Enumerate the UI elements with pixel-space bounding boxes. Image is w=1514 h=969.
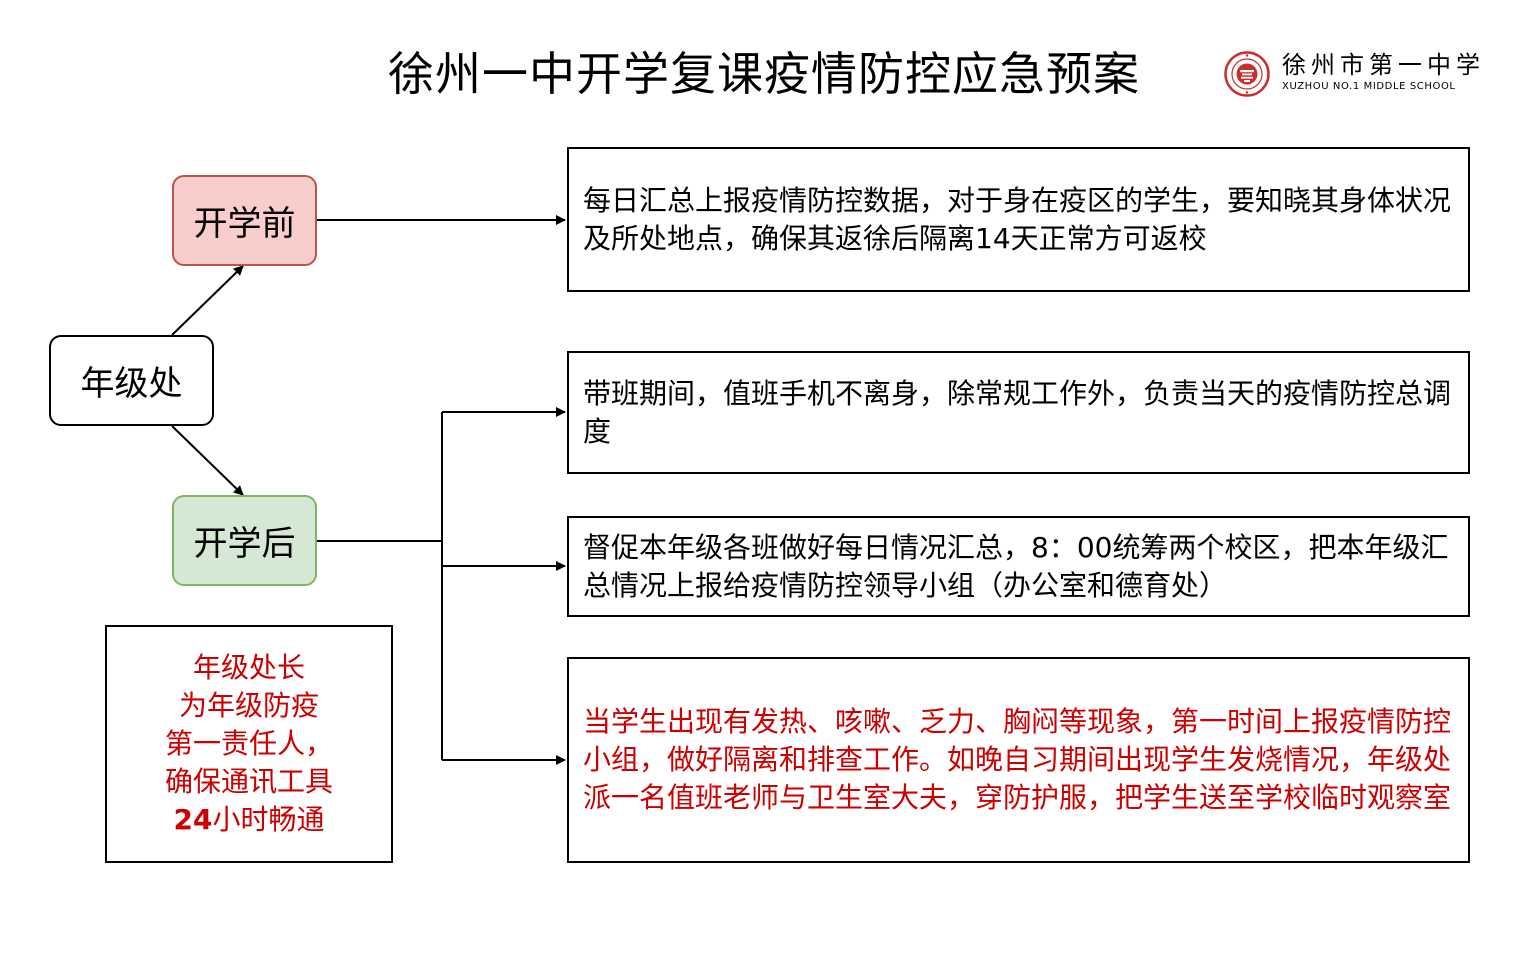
task-text-summary: 督促本年级各班做好每日情况汇总，8：00统筹两个校区，把本年级汇总情况上报给疫情… bbox=[583, 530, 1449, 602]
task-box-duty: 带班期间，值班手机不离身，除常规工作外，负责当天的疫情防控总调度 bbox=[567, 351, 1470, 474]
leader-note-line-1: 年级处长 bbox=[192, 651, 305, 684]
task-box-emergency: 当学生出现有发热、咳嗽、乏力、胸闷等现象，第一时间上报疫情防控小组，做好隔离和排… bbox=[567, 657, 1470, 863]
task-box-before-school: 每日汇总上报疫情防控数据，对于身在疫区的学生，要知晓其身体状况及所处地点，确保其… bbox=[567, 147, 1470, 292]
school-name-english: XUZHOU NO.1 MIDDLE SCHOOL bbox=[1282, 81, 1456, 92]
school-logo: 徐州市第一中学 XUZHOU NO.1 MIDDLE SCHOOL bbox=[1224, 48, 1484, 104]
arrow-grade-to-after bbox=[171, 425, 244, 496]
leader-note-line-2: 为年级防疫 bbox=[178, 689, 319, 722]
node-after-school: 开学后 bbox=[172, 495, 317, 586]
task-text-before-school: 每日汇总上报疫情防控数据，对于身在疫区的学生，要知晓其身体状况及所处地点，确保其… bbox=[583, 183, 1452, 255]
school-name-chinese: 徐州市第一中学 bbox=[1282, 51, 1485, 79]
page-title: 徐州一中开学复课疫情防控应急预案 bbox=[388, 47, 1140, 101]
leader-note-line-4: 确保通讯工具 bbox=[164, 765, 333, 798]
leader-note-line-5: 24小时畅通 bbox=[165, 801, 333, 839]
task-box-summary: 督促本年级各班做好每日情况汇总，8：00统筹两个校区，把本年级汇总情况上报给疫情… bbox=[567, 516, 1470, 617]
node-grade-office: 年级处 bbox=[49, 335, 214, 426]
leader-note-hours-number: 24 bbox=[173, 803, 213, 836]
school-seal-icon bbox=[1224, 51, 1270, 97]
task-text-emergency: 当学生出现有发热、咳嗽、乏力、胸闷等现象，第一时间上报疫情防控小组，做好隔离和排… bbox=[583, 705, 1452, 814]
node-before-school: 开学前 bbox=[172, 175, 317, 266]
leader-note-hours-text: 小时畅通 bbox=[212, 803, 325, 836]
leader-note-line-3: 第一责任人， bbox=[164, 727, 333, 760]
task-text-duty: 带班期间，值班手机不离身，除常规工作外，负责当天的疫情防控总调度 bbox=[583, 376, 1452, 448]
leader-responsibility-note: 年级处长 为年级防疫 第一责任人， 确保通讯工具 24小时畅通 bbox=[105, 625, 393, 863]
arrow-grade-to-before bbox=[171, 265, 244, 336]
